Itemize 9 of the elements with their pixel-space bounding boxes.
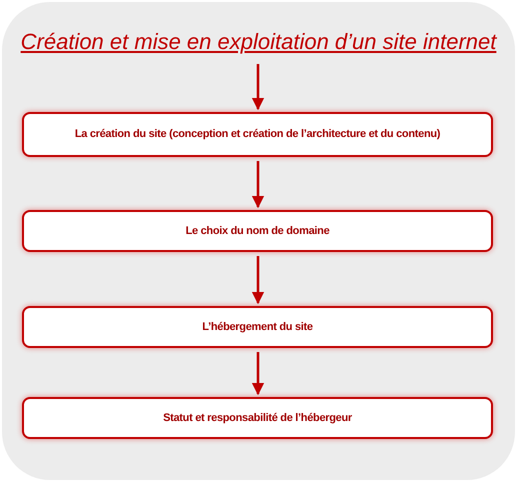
process-box: Statut et responsabilité de l’hébergeur: [22, 397, 493, 439]
arrow: [252, 64, 264, 110]
arrow: [252, 352, 264, 396]
process-box: Le choix du nom de domaine: [22, 210, 493, 252]
process-box: L’hébergement du site: [22, 306, 493, 348]
arrow: [252, 161, 264, 208]
title-text: Création et mise en exploitation d’un site internet: [20, 24, 496, 60]
process-box: La création du site (conception et création de l’architecture et du contenu): [22, 112, 493, 157]
arrow: [252, 256, 264, 304]
